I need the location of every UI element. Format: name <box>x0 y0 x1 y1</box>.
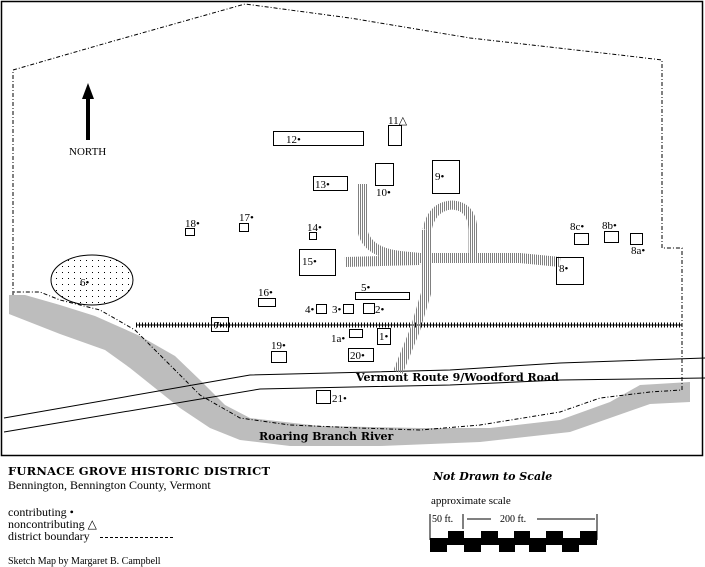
district-boundary <box>12 3 683 431</box>
building-8a <box>630 233 643 245</box>
site-label-8a: 8a• <box>631 245 645 257</box>
building-19 <box>271 351 287 363</box>
site-label-3: 3• <box>332 304 342 316</box>
building-13 <box>313 176 348 191</box>
building-17 <box>239 223 249 232</box>
map-frame <box>0 0 704 457</box>
site-label-14: 14• <box>307 222 322 234</box>
route-9-north-edge <box>3 357 705 419</box>
building-21 <box>316 390 331 404</box>
site-label-15: 15• <box>302 256 317 268</box>
building-10 <box>375 163 394 186</box>
boundary-line-sample <box>100 537 173 538</box>
site-label-17: 17• <box>239 212 254 224</box>
building-1a <box>349 329 363 338</box>
site-label-19: 19• <box>271 340 286 352</box>
site-label-21: 21• <box>332 393 347 405</box>
site-label-1a: 1a• <box>331 333 345 345</box>
legend-contributing: contributing • <box>8 505 74 519</box>
building-14 <box>309 232 317 240</box>
building-9 <box>432 160 460 194</box>
road-label: Vermont Route 9/Woodford Road <box>355 371 559 384</box>
site-label-10: 10• <box>376 187 391 199</box>
site-label-11: 11△ <box>388 115 408 127</box>
building-18 <box>185 228 195 236</box>
scale-200ft-label: 200 ft. <box>500 514 526 525</box>
building-15 <box>299 249 336 276</box>
site-label-8c: 8c• <box>570 221 584 233</box>
river-label: Roaring Branch River <box>259 430 394 443</box>
north-arrow-icon <box>82 83 94 140</box>
legend-noncontributing: noncontributing △ <box>8 517 97 531</box>
building-3 <box>343 304 354 314</box>
site-label-13: 13• <box>315 179 330 191</box>
site-labels: 12• 11△ 13• 10• 9• 18• 17• 14• 15• 8c• 8… <box>80 115 645 405</box>
building-8c <box>574 233 589 245</box>
historic-district-map: NORTH 12• 11△ 13• 10• 9• 18• <box>0 0 705 457</box>
building-16 <box>258 298 276 307</box>
site-label-6: 6• <box>80 277 90 289</box>
scale-checkerboard <box>430 531 597 552</box>
building-1 <box>377 328 391 345</box>
building-2 <box>363 303 375 314</box>
building-11 <box>388 125 402 146</box>
legend: FURNACE GROVE HISTORIC DISTRICT Benningt… <box>8 464 338 567</box>
site-label-18: 18• <box>185 218 200 230</box>
building-20 <box>348 348 374 362</box>
site-label-8: 8• <box>559 263 569 275</box>
district-title: FURNACE GROVE HISTORIC DISTRICT <box>8 464 271 478</box>
building-8b <box>604 231 619 243</box>
north-label: NORTH <box>69 146 106 158</box>
roaring-branch-river <box>9 295 690 446</box>
approximate-scale-label: approximate scale <box>431 495 511 507</box>
building-8 <box>556 257 584 285</box>
buildings <box>185 125 643 404</box>
scale-50ft-label: 50 ft. <box>432 514 453 525</box>
building-4 <box>316 304 327 314</box>
site-label-5: 5• <box>361 282 371 294</box>
site-label-7: 7• <box>214 320 224 332</box>
route-9-south-edge <box>3 377 705 433</box>
site-label-20: 20• <box>350 350 365 362</box>
site-label-1: 1• <box>379 331 389 343</box>
legend-boundary: district boundary <box>8 529 90 543</box>
driveways <box>344 184 561 374</box>
district-location: Bennington, Bennington County, Vermont <box>8 478 211 492</box>
site-label-2: 2• <box>375 304 385 316</box>
building-12 <box>273 131 364 146</box>
map-credit: Sketch Map by Margaret B. Campbell <box>8 556 161 567</box>
legend-boundary-row: district boundary <box>8 530 338 542</box>
legend-key: contributing • noncontributing △ distric… <box>8 506 338 542</box>
site-label-12: 12• <box>286 134 301 146</box>
site-label-8b: 8b• <box>602 220 617 232</box>
site-label-16: 16• <box>258 287 273 299</box>
not-to-scale-note: Not Drawn to Scale <box>433 470 553 483</box>
scale-bar: 50 ft. 200 ft. <box>429 514 598 552</box>
building-7 <box>211 317 229 332</box>
site-label-4: 4• <box>305 304 315 316</box>
building-5 <box>355 292 410 300</box>
site-label-9: 9• <box>435 171 445 183</box>
site-6-area <box>50 254 134 306</box>
